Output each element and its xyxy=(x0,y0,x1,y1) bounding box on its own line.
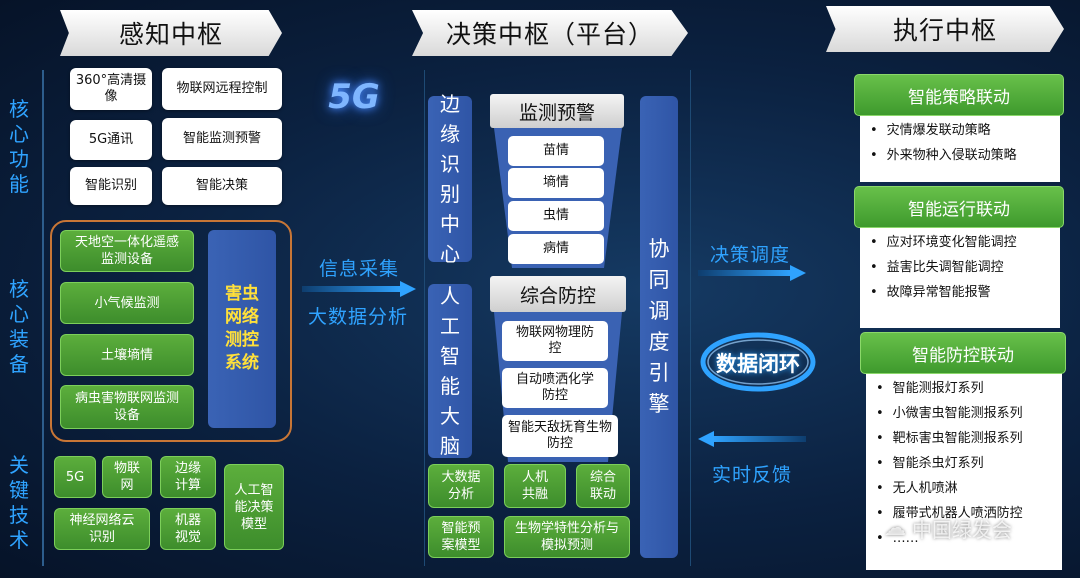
mid-divider-left xyxy=(424,70,425,566)
label-data-loop: 数据闭环 xyxy=(716,352,800,376)
function-iot-control: 物联网远程控制 xyxy=(162,68,282,110)
label-bigdata: 大数据分析 xyxy=(307,306,408,328)
platform-tech-plan-model: 智能预案模型 xyxy=(428,516,494,558)
list-item: 故障异常智能报警 xyxy=(870,280,1060,305)
execute-header: 执行中枢 xyxy=(826,6,1064,52)
list-item: 靶标害虫智能测报系列 xyxy=(876,426,1062,451)
ai-brain: 人工智能大脑 xyxy=(428,284,472,458)
data-loop-ring xyxy=(700,332,816,392)
equipment-pest-iot: 病虫害物联网监测设备 xyxy=(60,385,194,429)
tech-machine-vision: 机器视觉 xyxy=(160,508,216,550)
list-item: 益害比失调智能调控 xyxy=(870,255,1060,280)
monitor-item-insect: 虫情 xyxy=(508,201,604,231)
arrow-right-1 xyxy=(302,281,416,297)
mid-divider-right xyxy=(690,70,691,566)
row-label-equipment: 核心装备 xyxy=(9,277,29,376)
tech-neural-cloud: 神经网络云识别 xyxy=(54,508,150,550)
pest-control-system: 害虫网络测控系统 xyxy=(208,230,276,428)
edge-recognition-center: 边缘识别中心 xyxy=(428,92,472,266)
wechat-icon: ☁ xyxy=(884,516,906,541)
exec-prevention-title: 智能防控联动 xyxy=(860,332,1066,374)
watermark: ☁ 中国绿发会 xyxy=(884,514,1012,543)
monitor-item-moisture: 墒情 xyxy=(508,168,604,198)
ai-brain-label: 人工智能大脑 xyxy=(440,284,460,458)
coordination-engine: 协同调度引擎 xyxy=(640,96,678,558)
exec-strategy-title: 智能策略联动 xyxy=(854,74,1064,116)
equipment-remote-sensing: 天地空一体化遥感监测设备 xyxy=(60,230,194,272)
function-5g: 5G通讯 xyxy=(70,120,152,160)
function-decision: 智能决策 xyxy=(162,167,282,205)
tech-5g: 5G xyxy=(54,456,96,498)
list-item: …… xyxy=(876,526,1062,551)
list-item: 应对环境变化智能调控 xyxy=(870,230,1060,255)
list-item: 履带式机器人喷洒防控 xyxy=(876,501,1062,526)
equipment-microclimate: 小气候监测 xyxy=(60,282,194,324)
pest-control-system-label: 害虫网络测控系统 xyxy=(225,284,259,373)
function-monitor-warning: 智能监测预警 xyxy=(162,118,282,160)
row-label-functions: 核心功能 xyxy=(9,97,29,196)
sense-header: 感知中枢 xyxy=(60,10,282,56)
monitor-item-disease: 病情 xyxy=(508,234,604,264)
list-item: 灾情爆发联动策略 xyxy=(870,118,1060,143)
function-camera: 360°高清摄像 xyxy=(70,68,152,110)
function-recognition: 智能识别 xyxy=(70,167,152,205)
tech-ai-model: 人工智能决策模型 xyxy=(224,464,284,550)
equipment-soil-moisture: 土壤墒情 xyxy=(60,334,194,376)
label-dispatch: 决策调度 xyxy=(709,244,790,266)
equipment-group xyxy=(50,220,292,442)
platform-tech-human-machine: 人机共融 xyxy=(504,464,566,508)
list-item: 智能杀虫灯系列 xyxy=(876,451,1062,476)
control-title: 综合防控 xyxy=(490,276,626,312)
control-item-physical: 物联网物理防控 xyxy=(502,321,608,361)
platform-tech-bigdata: 大数据分析 xyxy=(428,464,494,508)
platform-tech-linkage: 综合联动 xyxy=(576,464,630,508)
5g-badge: 5G xyxy=(302,72,406,122)
exec-operation-title: 智能运行联动 xyxy=(854,186,1064,228)
left-divider xyxy=(42,70,44,566)
tech-iot: 物联网 xyxy=(102,456,152,498)
control-item-chemical: 自动喷洒化学防控 xyxy=(502,368,608,408)
decide-header: 决策中枢（平台） xyxy=(412,10,688,56)
5g-logo-icon: 5G xyxy=(328,77,380,117)
arrow-right-2 xyxy=(698,265,806,281)
list-item: 小微害虫智能测报系列 xyxy=(876,401,1062,426)
monitor-item-seedling: 苗情 xyxy=(508,136,604,166)
watermark-text: 中国绿发会 xyxy=(912,518,1012,542)
edge-recognition-label: 边缘识别中心 xyxy=(440,92,460,266)
exec-prevention-list: 智能测报灯系列 小微害虫智能测报系列 靶标害虫智能测报系列 智能杀虫灯系列 无人… xyxy=(866,372,1062,570)
list-item: 智能测报灯系列 xyxy=(876,376,1062,401)
list-item: 外来物种入侵联动策略 xyxy=(870,143,1060,168)
label-info-collect: 信息采集 xyxy=(318,258,399,280)
control-item-biological: 智能天敌抚育生物防控 xyxy=(502,415,618,457)
platform-tech-bio-simulation: 生物学特性分析与模拟预测 xyxy=(504,516,630,558)
tech-edge-computing: 边缘计算 xyxy=(160,456,216,498)
coordination-engine-label: 协同调度引擎 xyxy=(648,237,670,416)
label-feedback: 实时反馈 xyxy=(711,464,792,486)
exec-strategy-list: 灾情爆发联动策略 外来物种入侵联动策略 xyxy=(860,112,1060,182)
list-item: 无人机喷淋 xyxy=(876,476,1062,501)
arrow-left xyxy=(698,431,806,447)
row-label-tech: 关键技术 xyxy=(9,453,29,552)
monitor-title: 监测预警 xyxy=(490,94,624,128)
exec-operation-list: 应对环境变化智能调控 益害比失调智能调控 故障异常智能报警 xyxy=(860,224,1060,328)
